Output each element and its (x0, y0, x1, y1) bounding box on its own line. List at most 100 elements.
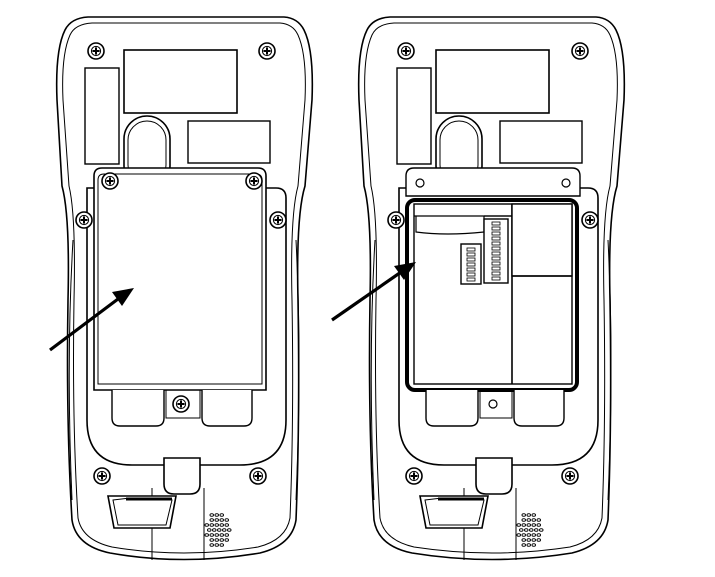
speaker-hole (536, 523, 542, 527)
speaker-hole (224, 523, 229, 527)
speaker-hole (521, 538, 527, 542)
speaker-hole (531, 543, 537, 547)
connector-pin (491, 276, 501, 281)
connector-pin (491, 221, 501, 226)
side-grip-left (68, 239, 74, 501)
screw-icon (101, 172, 119, 190)
screw-icon (571, 42, 589, 60)
connector-pin (491, 241, 501, 246)
speaker-hole (521, 518, 527, 522)
connector-pin (491, 226, 501, 231)
device-housing-inner (364, 22, 618, 554)
speaker-hole (536, 538, 542, 542)
speaker-hole (521, 543, 527, 547)
label-plate-right (499, 120, 583, 164)
connector-pin (466, 262, 476, 267)
speaker-hole (531, 538, 537, 542)
connector-pin (466, 247, 476, 252)
screw-icon (561, 467, 579, 485)
cover-hole (561, 178, 571, 188)
latch-stand (419, 495, 489, 529)
speaker-hole (219, 543, 224, 547)
label-plate-top (435, 49, 550, 114)
battery-bay-outer (398, 187, 599, 466)
screw-icon (397, 42, 415, 60)
speaker-hole (204, 523, 209, 527)
connector-pin (491, 256, 501, 261)
screw-icon (245, 172, 263, 190)
bottom-connector-tab (475, 457, 513, 495)
speaker-hole (529, 528, 534, 532)
screw-icon (387, 211, 405, 229)
label-plate-top (123, 49, 238, 114)
speaker-hole (224, 518, 229, 522)
battery-connector-small (460, 243, 482, 285)
speaker-hole (526, 543, 532, 547)
battery-bay-rim (405, 167, 581, 197)
connector-pin (491, 251, 501, 256)
speaker-hole (214, 513, 219, 517)
connector-pin (466, 272, 476, 277)
speaker-hole (219, 538, 224, 542)
connector-pin (491, 266, 501, 271)
battery-cover (93, 167, 267, 391)
speaker-hole (219, 523, 224, 527)
speaker-hole (214, 543, 219, 547)
battery-bay-outer (86, 187, 287, 466)
speaker-hole (219, 513, 224, 517)
speaker-hole (224, 538, 229, 542)
speaker-hole (206, 528, 212, 532)
speaker-hole (209, 518, 214, 522)
screw-icon (75, 211, 93, 229)
speaker-hole (214, 518, 219, 522)
speaker-hole (536, 533, 542, 537)
speaker-hole (531, 513, 537, 517)
connector-pin (491, 271, 501, 276)
speaker-hole (209, 543, 214, 547)
speaker-hole (521, 513, 527, 517)
device-panel-left (49, 16, 314, 561)
speaker-hole (526, 533, 532, 537)
device-housing-inner (62, 22, 306, 554)
label-plate-right (187, 120, 271, 164)
speaker-hole (211, 528, 217, 532)
connector-pin (491, 236, 501, 241)
screw-icon (258, 42, 276, 60)
speaker-hole (524, 528, 529, 532)
speaker-hole (219, 518, 224, 522)
connector-pin (466, 277, 476, 282)
speaker-hole (526, 518, 532, 522)
speaker-hole (531, 533, 537, 537)
cover-hole (415, 178, 425, 188)
speaker-hole (516, 533, 522, 537)
speaker-hole (209, 513, 214, 517)
label-plate-left (84, 67, 120, 165)
speaker-hole (224, 533, 229, 537)
speaker-hole (536, 518, 542, 522)
speaker-hole (516, 523, 522, 527)
speaker-hole (526, 513, 532, 517)
speaker-hole (531, 523, 537, 527)
speaker-hole (526, 538, 532, 542)
cover-hole (488, 399, 498, 409)
screw-icon (581, 211, 599, 229)
connector-pin (491, 246, 501, 251)
speaker-grille-icon (516, 513, 544, 547)
label-plate-left (396, 67, 432, 165)
latch-stand (107, 495, 177, 529)
speaker-hole (209, 523, 214, 527)
connector-pin (466, 257, 476, 262)
screw-icon (87, 42, 105, 60)
cover-tab-right (201, 390, 253, 427)
cover-tab-center (479, 390, 513, 419)
bottom-connector-tab (163, 457, 201, 495)
speaker-hole (526, 523, 532, 527)
speaker-hole (209, 533, 214, 537)
side-grip-left (370, 239, 376, 501)
connector-pin (491, 231, 501, 236)
cover-tab-center (165, 390, 201, 419)
speaker-hole (521, 523, 527, 527)
speaker-hole (226, 528, 232, 532)
